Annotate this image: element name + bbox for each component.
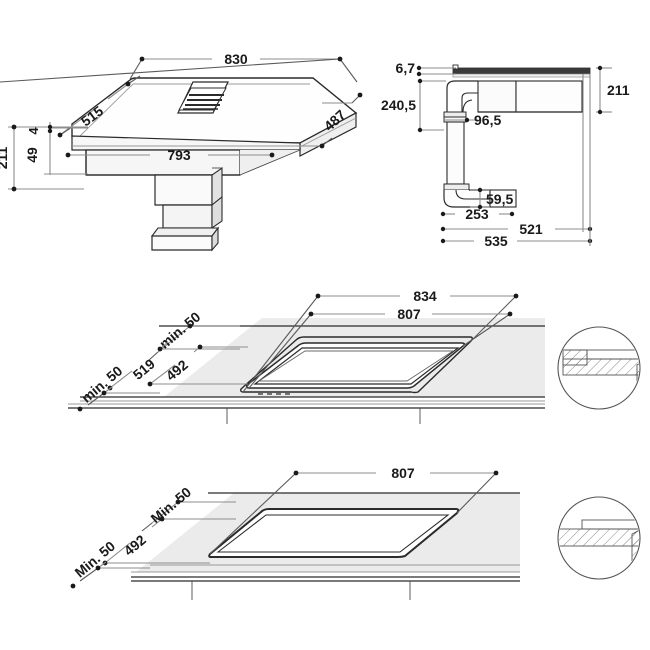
dim-label-min50-front-standard: Min. 50 [71, 538, 118, 581]
dim-240-5: 240,5 [381, 78, 446, 133]
vertical-duct [446, 121, 465, 185]
dim-label-4: 4 [26, 127, 41, 135]
dim-label-492-standard: 492 [121, 531, 149, 558]
dim-label-6-7: 6,7 [396, 60, 416, 76]
dim-label-min50-front-flush: min. 50 [78, 362, 125, 405]
hob-cutout-standard [208, 508, 460, 558]
dim-label-793: 793 [167, 147, 191, 163]
dim-label-min50-rear-flush: min. 50 [156, 308, 203, 351]
dim-807-standard: 807 [209, 465, 499, 555]
dim-6-7: 6,7 [396, 60, 456, 77]
view-ducting-section: 6,7 240,5 96,5 59,5 [381, 60, 630, 249]
flush-mount-edge-detail [557, 326, 641, 410]
worktop-plate [452, 67, 591, 75]
hob-cutout-flush [240, 336, 473, 394]
dim-label-59-5: 59,5 [486, 191, 513, 207]
downdraft-vent-grille [177, 81, 229, 114]
dim-label-211-left: 211 [0, 146, 10, 169]
dim-830: 830 [0, 51, 358, 83]
dim-211-right: 211 [596, 65, 630, 115]
dim-label-240-5: 240,5 [381, 97, 416, 113]
extractor-body [477, 80, 583, 113]
dim-label-834: 834 [413, 288, 437, 304]
motor-housing [150, 166, 223, 252]
view-hob-downdraft-isometric: 830 515 487 793 [0, 51, 363, 252]
dim-834: 834 [242, 288, 519, 393]
view-flush-mount-cutout: 834 807 min. 50 519 [68, 288, 641, 424]
dim-label-211-right: 211 [607, 82, 630, 98]
view-surface-mount-cutout: 807 Min. 50 492 Min. 50 [70, 465, 641, 600]
dim-253: 253 [440, 206, 515, 222]
dim-label-830: 830 [224, 51, 248, 67]
dim-label-519: 519 [130, 355, 158, 382]
dim-label-253: 253 [465, 206, 489, 222]
dim-label-807-standard: 807 [391, 465, 415, 481]
duct-elbow-lower [443, 183, 517, 208]
dim-4: 4 [26, 122, 88, 140]
dim-211-left: 211 [0, 124, 84, 192]
dim-label-521: 521 [519, 221, 543, 237]
dim-49: 49 [24, 128, 88, 175]
dim-label-807-flush: 807 [397, 306, 421, 322]
dim-521: 521 [440, 221, 593, 237]
dim-label-49: 49 [24, 147, 40, 163]
surface-mount-edge-detail [557, 496, 641, 580]
dim-96-5: 96,5 [444, 112, 501, 128]
dim-59-5: 59,5 [470, 187, 513, 210]
dim-label-min50-rear-standard: Min. 50 [147, 484, 194, 527]
dim-535: 535 [440, 233, 593, 249]
dim-label-535: 535 [484, 233, 508, 249]
hob-lower-body [85, 149, 301, 176]
dim-label-96-5: 96,5 [474, 112, 501, 128]
dim-793: 793 [65, 147, 275, 163]
dim-807-flush: 807 [248, 306, 513, 389]
hob-right-side-face [299, 111, 357, 157]
duct-elbow-upper [446, 80, 478, 113]
